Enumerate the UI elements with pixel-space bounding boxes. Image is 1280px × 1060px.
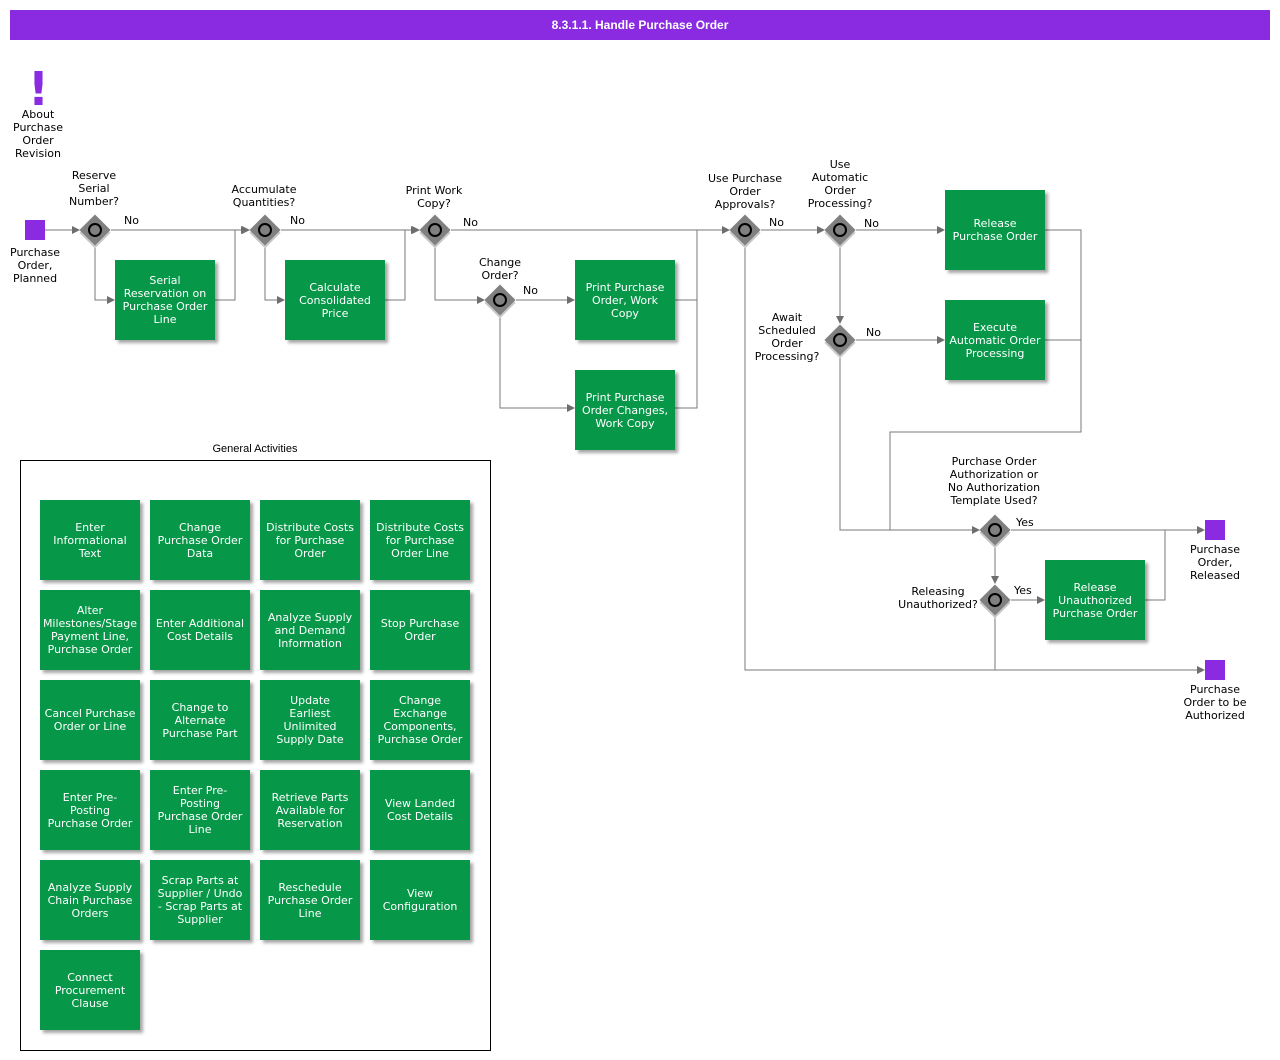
activity-view-configuration[interactable]: View Configuration — [370, 860, 470, 940]
gateway-authorization — [979, 514, 1011, 549]
gateway-reserve-label: Reserve Serial Number? — [68, 169, 120, 208]
activity-enter-preposting-order[interactable]: Enter Pre- Posting Purchase Order — [40, 770, 140, 850]
activity-analyze-supply-demand[interactable]: Analyze Supply and Demand Information — [260, 590, 360, 670]
activity-change-alternate-part[interactable]: Change to Alternate Purchase Part — [150, 680, 250, 760]
gateway-print-copy-label: Print Work Copy? — [405, 184, 463, 210]
task-calculate-consolidated-price[interactable]: Calculate Consolidated Price — [285, 260, 385, 340]
gateway-print-copy — [419, 214, 451, 249]
task-execute-automatic-processing[interactable]: Execute Automatic Order Processing — [945, 300, 1045, 380]
activity-view-landed-cost[interactable]: View Landed Cost Details — [370, 770, 470, 850]
edge-label-accumulate-no: No — [290, 214, 305, 227]
edge-label-print-copy-no: No — [463, 216, 478, 229]
edge-label-change-order-no: No — [523, 284, 538, 297]
activity-enter-preposting-order-line[interactable]: Enter Pre- Posting Purchase Order Line — [150, 770, 250, 850]
activity-change-exchange-components[interactable]: Change Exchange Components, Purchase Ord… — [370, 680, 470, 760]
activity-enter-informational-text[interactable]: Enter Informational Text — [40, 500, 140, 580]
diagram-title: 8.3.1.1. Handle Purchase Order — [10, 10, 1270, 40]
general-activities-box — [20, 460, 491, 1051]
end-event-authorize-label: Purchase Order to be Authorized — [1183, 683, 1247, 722]
gateway-accumulate — [249, 214, 281, 249]
task-serial-reservation[interactable]: Serial Reservation on Purchase Order Lin… — [115, 260, 215, 340]
task-release-unauthorized[interactable]: Release Unauthorized Purchase Order — [1045, 560, 1145, 640]
activity-update-supply-date[interactable]: Update Earliest Unlimited Supply Date — [260, 680, 360, 760]
gateway-automatic — [824, 214, 856, 249]
start-event-label: Purchase Order, Planned — [10, 246, 60, 285]
gateway-automatic-label: Use Automatic Order Processing? — [807, 158, 873, 210]
activity-analyze-supply-chain[interactable]: Analyze Supply Chain Purchase Orders — [40, 860, 140, 940]
task-release-purchase-order[interactable]: Release Purchase Order — [945, 190, 1045, 270]
activity-cancel-purchase-order[interactable]: Cancel Purchase Order or Line — [40, 680, 140, 760]
gateway-approvals-label: Use Purchase Order Approvals? — [708, 172, 782, 211]
task-print-changes-copy[interactable]: Print Purchase Order Changes, Work Copy — [575, 370, 675, 450]
general-activities-title: General Activities — [212, 443, 298, 455]
activity-change-purchase-order-data[interactable]: Change Purchase Order Data — [150, 500, 250, 580]
end-event-released-label: Purchase Order, Released — [1190, 543, 1240, 582]
exclamation-icon: ! — [28, 62, 49, 116]
activity-alter-milestones[interactable]: Alter Milestones/Stage Payment Line, Pur… — [40, 590, 140, 670]
gateway-change-order-label: Change Order? — [478, 256, 522, 282]
edge-label-automatic-no: No — [864, 217, 879, 230]
annotation-label: About Purchase Order Revision — [13, 108, 63, 160]
gateway-releasing-label: Releasing Unauthorized? — [898, 585, 978, 611]
edge-label-await-no: No — [866, 326, 881, 339]
activity-retrieve-parts[interactable]: Retrieve Parts Available for Reservation — [260, 770, 360, 850]
edge-label-approvals-no: No — [769, 216, 784, 229]
activity-stop-purchase-order[interactable]: Stop Purchase Order — [370, 590, 470, 670]
activity-connect-procurement-clause[interactable]: Connect Procurement Clause — [40, 950, 140, 1030]
gateway-accumulate-label: Accumulate Quantities? — [231, 183, 297, 209]
start-event — [25, 220, 45, 240]
activity-distribute-costs-order[interactable]: Distribute Costs for Purchase Order — [260, 500, 360, 580]
end-event-authorize — [1205, 660, 1225, 680]
edge-label-releasing-yes: Yes — [1014, 584, 1032, 597]
gateway-change-order — [484, 284, 516, 319]
gateway-approvals — [729, 214, 761, 249]
activity-distribute-costs-order-line[interactable]: Distribute Costs for Purchase Order Line — [370, 500, 470, 580]
task-print-work-copy[interactable]: Print Purchase Order, Work Copy — [575, 260, 675, 340]
end-event-released — [1205, 520, 1225, 540]
activity-scrap-parts-supplier[interactable]: Scrap Parts at Supplier / Undo - Scrap P… — [150, 860, 250, 940]
gateway-reserve — [79, 214, 111, 249]
activity-reschedule-order-line[interactable]: Reschedule Purchase Order Line — [260, 860, 360, 940]
edge-label-reserve-no: No — [124, 214, 139, 227]
gateway-await-label: Await Scheduled Order Processing? — [754, 311, 820, 363]
activity-enter-additional-cost[interactable]: Enter Additional Cost Details — [150, 590, 250, 670]
edge-label-authorization-yes: Yes — [1016, 516, 1034, 529]
gateway-authorization-label: Purchase Order Authorization or No Autho… — [947, 455, 1041, 507]
